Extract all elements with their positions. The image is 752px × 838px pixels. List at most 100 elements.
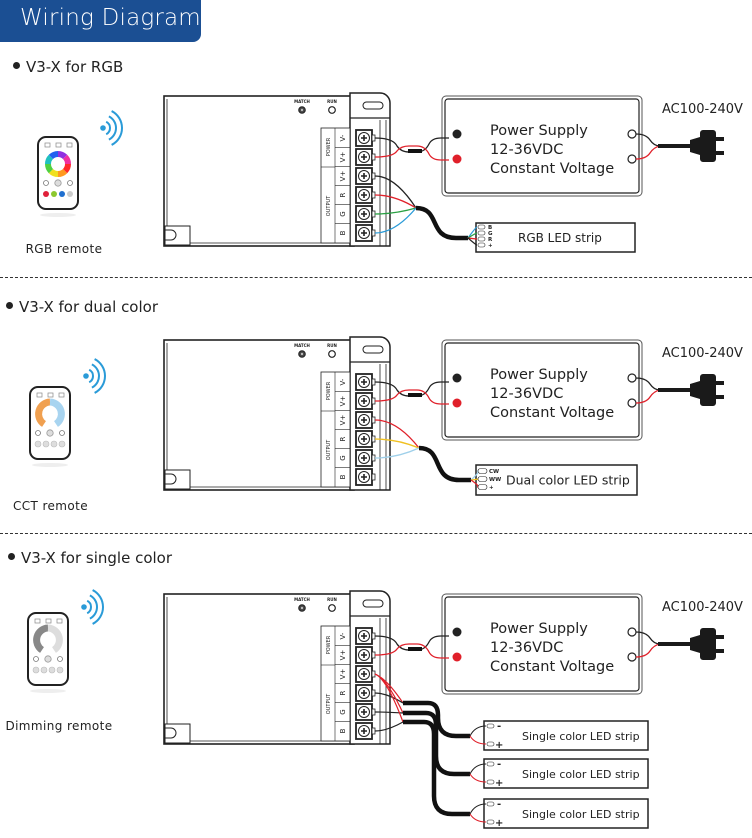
- wire-clamp: [371, 632, 376, 640]
- wire-clamp: [371, 435, 376, 443]
- header-banner: Wiring Diagram: [0, 0, 201, 42]
- strip-pad: [486, 723, 495, 729]
- power-supply-text: Constant Voltage: [490, 405, 614, 421]
- mounting-slot: [165, 229, 177, 241]
- remote-button: [56, 666, 64, 674]
- output-wire: [374, 419, 420, 449]
- remote-button: [48, 666, 56, 674]
- ac-wire-red: [635, 389, 661, 404]
- output-wire: [374, 207, 417, 215]
- strip-pad: [486, 801, 495, 807]
- terminal-label: G: [339, 709, 347, 714]
- output-wire: [374, 175, 417, 209]
- strip-pin-label: +: [488, 243, 493, 249]
- output-group-label: OUTPUT: [326, 693, 332, 714]
- screw-slot: [361, 192, 367, 198]
- terminal-label: R: [339, 192, 347, 197]
- screw-slot: [361, 633, 367, 639]
- color-wheel-segment: [62, 154, 71, 164]
- screw-slot: [361, 671, 367, 677]
- wireless-signal-icon: [81, 589, 104, 625]
- terminal-label: G: [339, 455, 347, 460]
- mounting-slot: [165, 473, 177, 485]
- terminal-label: B: [339, 474, 347, 479]
- wire-clamp: [371, 670, 376, 678]
- remote-control: [37, 136, 79, 217]
- strip-pin-label: R: [488, 237, 493, 243]
- strip-pin-label: +: [495, 740, 503, 751]
- screw-slot: [361, 455, 367, 461]
- mounting-hole: [362, 101, 384, 110]
- dc-negative-terminal: [452, 129, 462, 139]
- strip-wire: [470, 478, 479, 481]
- terminal-label: V+: [339, 396, 347, 407]
- bullet-icon: [6, 302, 13, 309]
- output-wire-black: [374, 721, 404, 732]
- right-arrow-icon: [67, 180, 73, 186]
- screw-slot: [361, 398, 367, 404]
- ac-terminal: [627, 154, 637, 164]
- strip-pad: [477, 224, 486, 230]
- led-strip: Single color LED strip: [483, 798, 649, 829]
- single-cable: [403, 700, 470, 739]
- bullet-icon: [8, 553, 15, 560]
- wire-clamp: [371, 191, 376, 199]
- run-indicator-label: RUN: [327, 343, 337, 348]
- output-wire-red: [374, 673, 404, 723]
- led-strip-body: [483, 798, 649, 829]
- plug-prong: [716, 649, 724, 653]
- screw-slot: [361, 135, 367, 141]
- power-supply-text: Power Supply: [490, 123, 588, 139]
- led-strip-label: Single color LED strip: [522, 730, 640, 743]
- output-wire: [374, 438, 420, 449]
- terminal-label: V+: [339, 669, 347, 680]
- section-divider: [0, 277, 752, 278]
- strip-pad: [477, 242, 486, 248]
- ac-terminal: [627, 627, 637, 637]
- remote-button: [59, 191, 65, 197]
- output-group-label: OUTPUT: [326, 439, 332, 460]
- terminal-label: B: [339, 230, 347, 235]
- color-wheel-segment: [48, 151, 58, 160]
- ac-terminal: [627, 398, 637, 408]
- color-wheel-segment: [45, 164, 54, 174]
- screw-slot: [361, 173, 367, 179]
- led-strip-body: [475, 222, 636, 253]
- color-wheel-segment: [48, 168, 58, 177]
- strip-pad: [477, 468, 488, 474]
- ac-wire-black: [635, 133, 661, 147]
- dc-wire-red: [374, 145, 449, 161]
- strip-pin-label: WW: [489, 477, 501, 483]
- terminal-label: R: [339, 436, 347, 441]
- remote-button: [67, 191, 73, 197]
- mounting-bracket: [164, 723, 191, 744]
- color-wheel-segment: [45, 154, 54, 164]
- signal-arc: [111, 110, 123, 146]
- wire-clamp: [371, 172, 376, 180]
- strip-wire: [469, 725, 487, 737]
- mounting-hole: [362, 599, 384, 608]
- remote-shadow: [30, 689, 66, 693]
- screw-slot: [361, 211, 367, 217]
- signal-arc: [86, 599, 92, 615]
- run-led: [328, 350, 336, 358]
- screw-slot: [361, 652, 367, 658]
- strip-wire: [467, 226, 478, 239]
- strip-pin-label: -: [497, 721, 501, 732]
- led-strip-label: Single color LED strip: [522, 768, 640, 781]
- wire-clamp: [371, 473, 376, 481]
- strip-pin-label: -: [497, 759, 501, 770]
- strip-pin-label: +: [489, 485, 494, 491]
- strip-pin-label: -: [497, 799, 501, 810]
- strip-pad: [486, 819, 495, 825]
- plug-prong: [716, 635, 724, 639]
- terminal-label: V-: [339, 632, 347, 639]
- dc-positive-terminal: [452, 398, 462, 408]
- screw-slot: [361, 690, 367, 696]
- wheel-arc: [49, 398, 65, 427]
